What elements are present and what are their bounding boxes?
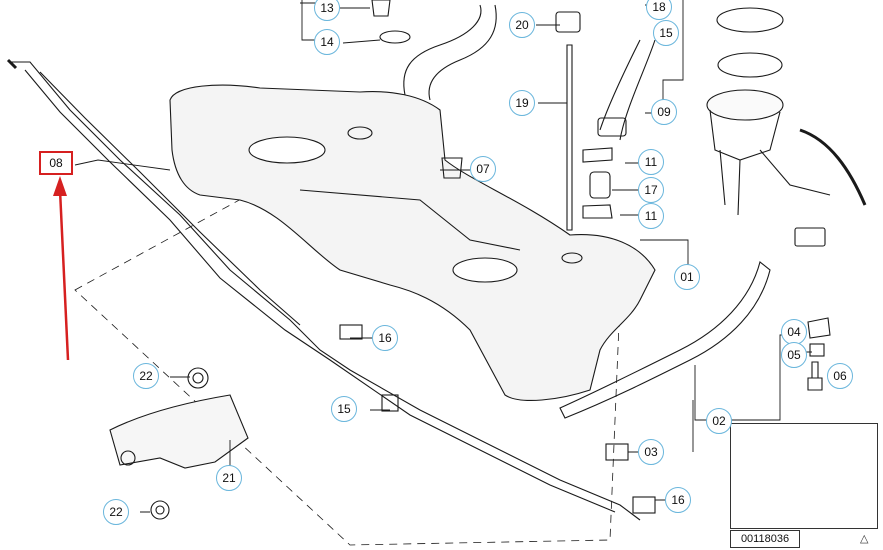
callout-06[interactable]: 06	[827, 363, 853, 389]
callout-04[interactable]: 04	[781, 319, 807, 345]
callout-01[interactable]: 01	[674, 264, 700, 290]
filler-neck	[403, 4, 497, 101]
catalog-number: 00118036	[730, 530, 800, 548]
callout-20[interactable]: 20	[509, 12, 535, 38]
callout-19[interactable]: 19	[509, 90, 535, 116]
heat-shield	[109, 394, 249, 469]
callout-07[interactable]: 07	[470, 156, 496, 182]
fuel-tank	[169, 84, 656, 401]
tank-strap	[559, 261, 771, 419]
callout-14[interactable]: 14	[314, 29, 340, 55]
callout-16-lower[interactable]: 16	[665, 487, 691, 513]
callout-21[interactable]: 21	[216, 465, 242, 491]
callout-11-upper[interactable]: 11	[638, 149, 664, 175]
triangle-icon: △	[860, 533, 869, 545]
callout-18[interactable]: 18	[646, 0, 672, 20]
callout-05[interactable]: 05	[781, 342, 807, 368]
vehicle-thumbnail	[730, 423, 878, 529]
highlight-arrow	[58, 189, 70, 361]
callout-13[interactable]: 13	[314, 0, 340, 21]
callout-15-lower[interactable]: 15	[331, 396, 357, 422]
callout-22-lower[interactable]: 22	[103, 499, 129, 525]
fuel-lines	[10, 61, 641, 521]
callout-02[interactable]: 02	[706, 408, 732, 434]
callout-17[interactable]: 17	[638, 177, 664, 203]
callout-15-top[interactable]: 15	[653, 20, 679, 46]
callout-11-lower[interactable]: 11	[638, 203, 664, 229]
callout-16-upper[interactable]: 16	[372, 325, 398, 351]
callout-09[interactable]: 09	[651, 99, 677, 125]
callout-03[interactable]: 03	[638, 439, 664, 465]
lock-ring	[716, 7, 784, 33]
callout-08-highlighted[interactable]: 08	[39, 151, 73, 175]
callout-22-upper[interactable]: 22	[133, 363, 159, 389]
